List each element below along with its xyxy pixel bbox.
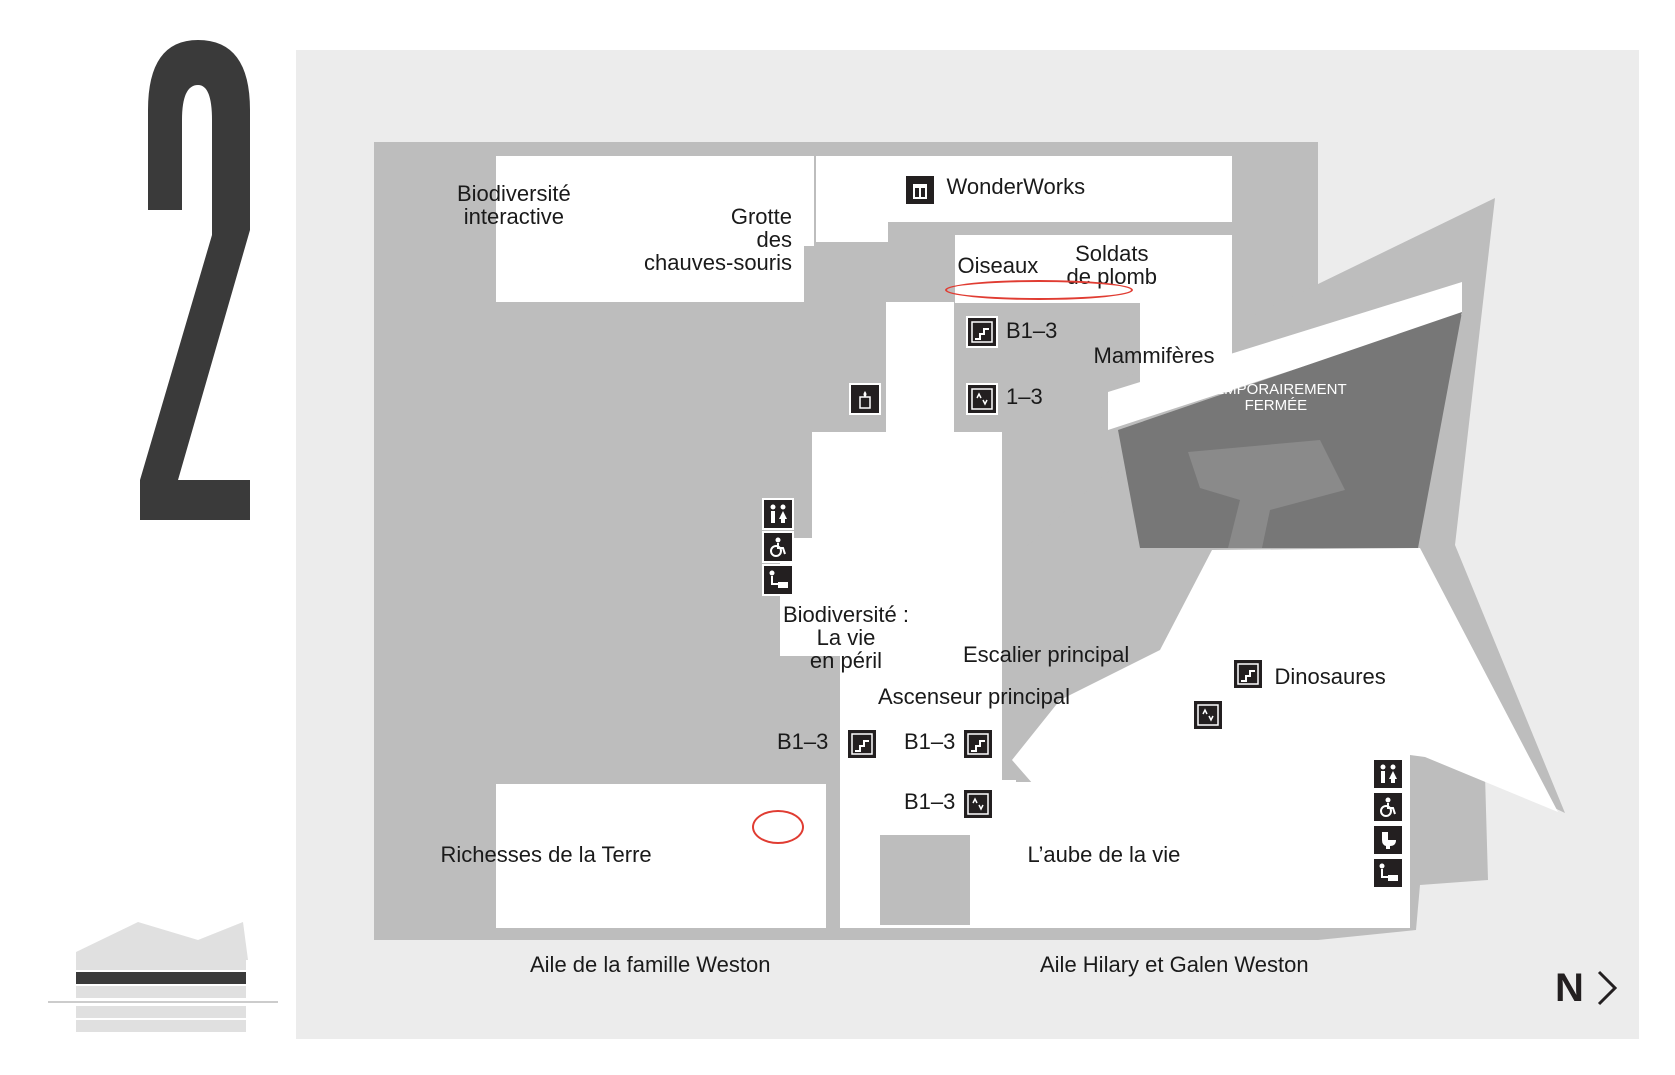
elevator-lower-icon[interactable] [962,788,994,820]
central-corridor [886,302,954,432]
marker-oiseaux [945,280,1133,300]
tag-elevator-lower: B1–3 [904,789,956,814]
gift-shop-icon[interactable] [904,174,936,206]
label-dinosaures: Dinosaures [1274,664,1386,689]
label-west-wing: Aile de la famille Weston [530,952,771,977]
label-escalier-principal: Escalier principal [963,642,1130,667]
main-elevator-icon[interactable] [1192,699,1224,731]
water-fountain-icon[interactable] [849,383,881,415]
label-oiseaux: Oiseaux [957,253,1039,278]
north-arrow-icon [1597,970,1618,1006]
tag-stairs-upper: B1–3 [1006,318,1058,343]
label-east-wing: Aile Hilary et Galen Weston [1040,952,1309,977]
label-grotte-chauves-souris: Grotte des chauves-souris [644,204,792,275]
room-upper-connector [816,222,888,242]
tag-stairs-lower-left: B1–3 [777,729,829,754]
east-accessible-restroom-icon[interactable] [1372,791,1404,823]
stairs-lower-right-icon[interactable] [962,728,994,760]
accessible-restroom-icon[interactable] [762,531,794,563]
building-logo [48,922,278,1032]
mammiferes-hall [1108,282,1462,430]
floor-number-2 [140,40,250,520]
tag-elevator-upper: 1–3 [1006,384,1043,409]
dinosaures-area [1012,548,1558,812]
room-grotte-area [804,156,814,246]
room-soldats [1150,235,1232,303]
label-ascenseur-principal: Ascenseur principal [878,684,1070,709]
label-temporairement-fermee: TEMPORAIREMENT FERMÉE [1205,381,1347,414]
family-change-icon[interactable] [762,564,794,596]
elevator-icon[interactable] [966,383,998,415]
north-letter: N [1555,966,1584,1010]
label-aube-de-la-vie: L’aube de la vie [1027,842,1181,867]
tag-stairs-lower-right: B1–3 [904,729,956,754]
label-biodiversite-interactive: Biodiversité interactive [457,181,571,229]
label-biodiversite-vie-en-peril: Biodiversité : La vie en péril [783,602,909,673]
east-restroom-icon[interactable] [1372,758,1404,790]
toilet-icon[interactable] [1372,824,1404,856]
restroom-icon[interactable] [762,498,794,530]
stairs-icon[interactable] [966,316,998,348]
main-stairs-icon[interactable] [1232,658,1264,690]
label-wonderworks: WonderWorks [946,174,1086,199]
marker-richesses [752,810,804,844]
lower-central-block [880,835,970,925]
east-family-change-icon[interactable] [1372,857,1404,889]
room-biodiversite-interactive [496,156,804,302]
room-richesses [496,784,826,928]
north-indicator: N [1555,966,1635,1010]
room-wonderworks [816,156,1232,222]
label-richesses-de-la-terre: Richesses de la Terre [440,842,652,867]
stairs-lower-left-icon[interactable] [846,728,878,760]
label-mammiferes: Mammifères [1093,343,1215,368]
closed-area-feature [1188,440,1345,548]
label-soldats-de-plomb: Soldats de plomb [1066,241,1158,289]
